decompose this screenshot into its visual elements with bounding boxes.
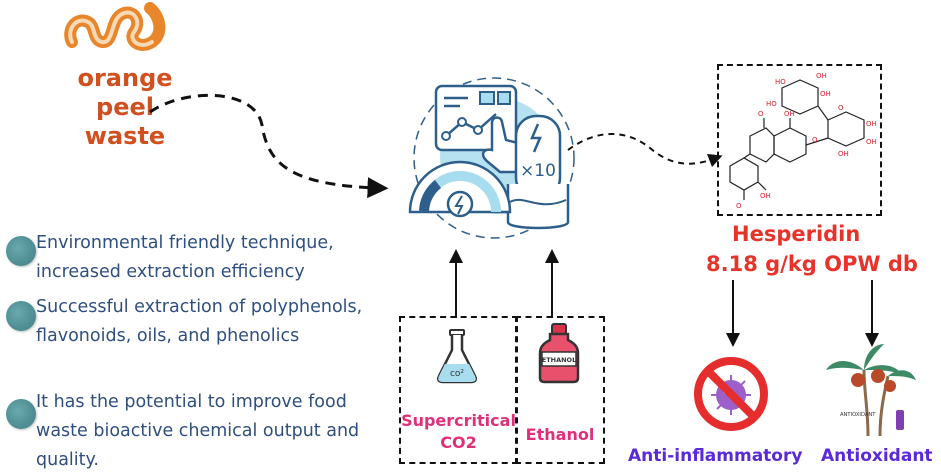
- svg-text:OH: OH: [838, 150, 849, 158]
- bullet-text: Successful extraction of polyphenols, fl…: [36, 297, 363, 346]
- ethanol-bottle-icon: ETHANOL: [538, 323, 580, 384]
- bottle-label: ETHANOL: [542, 356, 576, 364]
- solvent-label-co2: Supercritical CO2: [401, 411, 516, 452]
- svg-text:O: O: [838, 104, 844, 112]
- orange-peel-icon: [64, 2, 166, 51]
- hesperidin-structure-box: [717, 64, 882, 216]
- svg-text:HO: HO: [775, 78, 786, 86]
- effect-label-anti-inflammatory: Anti-inflammatory: [628, 446, 803, 466]
- bullet-dot: [6, 301, 36, 331]
- bullet-dot: [6, 236, 36, 266]
- flask-icon: co²: [436, 329, 478, 384]
- svg-text:OH: OH: [760, 192, 771, 200]
- flask-label: co²: [450, 369, 464, 379]
- ethanol-box: [515, 316, 605, 464]
- anti-inflammatory-icon: [694, 357, 768, 431]
- supercritical-co2-box: [399, 316, 518, 464]
- antioxidant-icon-label: ANTIOXIDANT: [840, 412, 876, 418]
- product-yield: 8.18 g/kg OPW db: [706, 252, 918, 276]
- effect-label-antioxidant: Antioxidant: [821, 446, 933, 466]
- svg-text:O: O: [736, 202, 742, 210]
- product-name: Hesperidin: [732, 222, 861, 246]
- bullet-text: Environmental friendly technique, increa…: [36, 233, 334, 282]
- peel-to-extractor-arrow: [149, 93, 389, 199]
- svg-text:OH: OH: [816, 72, 827, 80]
- svg-text:OH: OH: [866, 138, 877, 146]
- svg-text:OH: OH: [784, 110, 795, 118]
- svg-text:OH: OH: [820, 90, 831, 98]
- multiplier-label: ×10: [520, 161, 556, 181]
- svg-text:O: O: [812, 136, 818, 144]
- bullet-text: It has the potential to improve food was…: [36, 392, 360, 470]
- svg-text:OH: OH: [866, 120, 877, 128]
- antioxidant-icon: ANTIOXIDANT: [826, 344, 916, 437]
- svg-text:HO: HO: [766, 100, 777, 108]
- extractor-to-product-arrow: [567, 133, 723, 168]
- solvent-label-ethanol: Ethanol: [525, 425, 595, 444]
- svg-text:O: O: [758, 110, 764, 118]
- ultrasound-extraction-icon: ×10: [408, 77, 575, 239]
- bullet-dot: [6, 399, 36, 429]
- source-label: orange peel waste: [77, 64, 173, 150]
